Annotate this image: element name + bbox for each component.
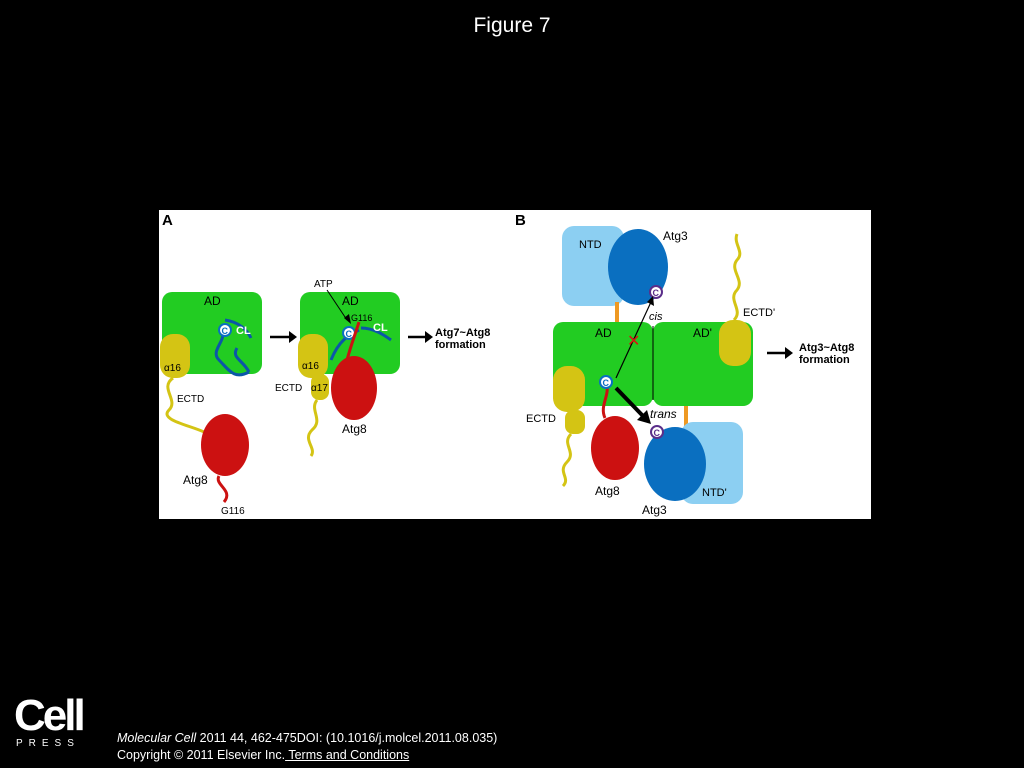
ad-label-1: AD — [204, 294, 221, 308]
cys-atg3-top — [649, 285, 663, 299]
cis-arrow-head — [647, 296, 654, 306]
cys-atg7-b-label: C — [603, 378, 610, 388]
cell-press-logo: Cell PRESS — [14, 694, 86, 752]
alpha16-helix-2 — [298, 334, 328, 378]
ectd-tail-2 — [306, 399, 319, 457]
trans-arrow-head — [637, 410, 651, 424]
atg8-tail-1 — [216, 475, 229, 503]
ectd-prime-tail — [732, 233, 742, 322]
citation-details: 2011 44, 462-475DOI: (10.1016/j.molcel.2… — [196, 731, 498, 745]
ectd-tail-b — [561, 432, 573, 488]
cl-label-2: CL — [373, 322, 388, 334]
alpha17-label: α17 — [311, 383, 328, 394]
arrow-a2-head — [425, 331, 433, 343]
cys-atg3-bottom — [650, 425, 664, 439]
logo-word: Cell — [14, 691, 86, 740]
g116-label-1: G116 — [221, 506, 245, 517]
journal-name: Molecular Cell — [117, 731, 197, 745]
atg7-atg8-formation-line2: formation — [435, 339, 486, 351]
atg3-atg8-formation-line2: formation — [799, 354, 850, 366]
atp-arrow-head — [344, 314, 351, 324]
cys-label-1: C — [222, 326, 229, 336]
cl-loop-1 — [214, 318, 253, 377]
ectd-label-1: ECTD — [177, 394, 204, 405]
ntd-prime-label: NTD' — [702, 487, 727, 499]
cis-label: cis — [649, 311, 663, 323]
terms-and-conditions-link[interactable]: Terms and Conditions — [285, 748, 410, 762]
atg8-protein-2 — [331, 356, 377, 420]
atg3-bottom: NTD' C Atg3 — [642, 406, 743, 517]
ectd-prime-helix — [719, 320, 751, 366]
atg3-protein-bottom — [644, 427, 706, 501]
atg7-complex-2: AD ATP G116 C CL α16 α17 ECTD Atg8 — [275, 279, 400, 457]
panel-a-label: A — [162, 212, 173, 229]
ad-prime-label: AD' — [693, 326, 712, 340]
atg8-tail-2 — [345, 321, 361, 361]
figure-title: Figure 7 — [473, 14, 551, 37]
trans-label: trans — [650, 407, 677, 421]
atg7-atg8-formation-line1: Atg7~Atg8 — [435, 327, 490, 339]
alpha17-helix — [311, 374, 329, 400]
atg3-top: NTD Atg3 C — [562, 226, 688, 322]
atg7-complex-1: AD C CL α16 ECTD Atg8 G116 — [160, 292, 262, 517]
ntd-label-top: NTD — [579, 239, 602, 251]
alpha16-label-1: α16 — [164, 363, 181, 374]
logo-press: PRESS — [16, 738, 80, 749]
alpha16-helix-1 — [160, 334, 190, 378]
atp-label: ATP — [314, 279, 333, 290]
alpha16-label-2: α16 — [302, 361, 319, 372]
ntd-top — [562, 226, 624, 306]
atg3-atg8-formation-line1: Atg3~Atg8 — [799, 342, 854, 354]
figure-image: A AD C CL α16 ECTD Atg8 G116 AD ATP G116… — [159, 210, 871, 519]
citation-line: Molecular Cell 2011 44, 462-475DOI: (10.… — [117, 731, 497, 745]
atg8-label-1: Atg8 — [183, 473, 208, 487]
cis-arrow — [615, 301, 652, 379]
atg8-label-b: Atg8 — [595, 484, 620, 498]
atp-arrow — [326, 289, 348, 321]
ectd-label-b: ECTD — [526, 413, 556, 425]
copyright-text: Copyright © 2011 Elsevier Inc. — [117, 748, 286, 762]
ectd-helix-b2 — [565, 410, 585, 434]
ectd-helix-b — [553, 366, 585, 412]
arrow-a1-head — [289, 331, 297, 343]
ectd-label-2: ECTD — [275, 383, 302, 394]
arrow-b-head — [785, 347, 793, 359]
atg3-label-bottom: Atg3 — [642, 503, 667, 517]
cys-label-2: C — [346, 329, 353, 339]
atg8-protein-b — [591, 416, 639, 480]
atg3-label-top: Atg3 — [663, 229, 688, 243]
g116-label-2: G116 — [351, 313, 372, 323]
ad-label-b: AD — [595, 326, 612, 340]
cys-residue-1 — [218, 323, 232, 337]
atg8-protein-1 — [201, 414, 249, 476]
ectd-prime-label: ECTD' — [743, 307, 775, 319]
panel-b-label: B — [515, 212, 526, 229]
cys-atg3-bottom-label: C — [654, 428, 661, 438]
cl-label-1: CL — [236, 325, 251, 337]
trans-arrow — [614, 386, 645, 418]
atg8-label-2: Atg8 — [342, 422, 367, 436]
copyright-line: Copyright © 2011 Elsevier Inc. Terms and… — [117, 748, 409, 762]
cys-atg7-b — [599, 375, 613, 389]
cys-atg3-top-label: C — [653, 288, 660, 298]
ad-label-2: AD — [342, 294, 359, 308]
cis-blocked-mark: ✕ — [627, 333, 640, 350]
